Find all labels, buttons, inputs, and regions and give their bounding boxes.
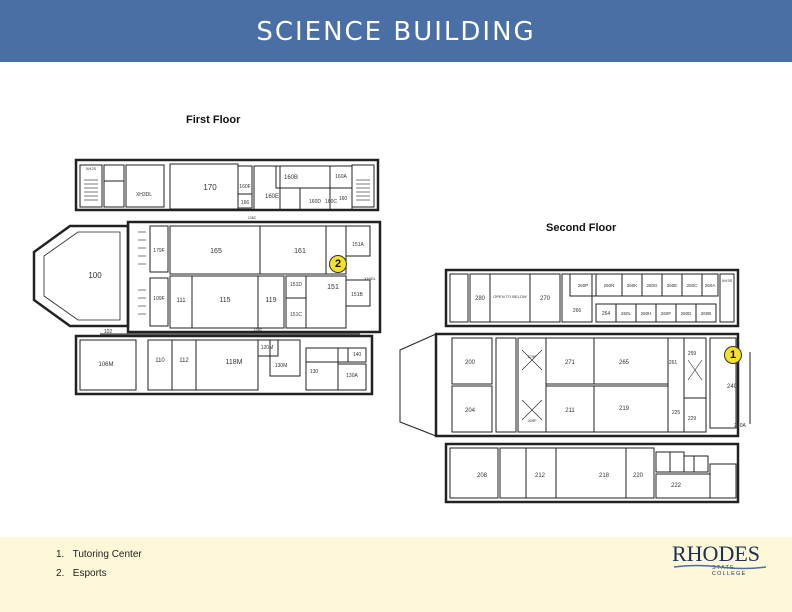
room-label: 271 (565, 360, 576, 366)
room-label: 260P (578, 283, 589, 288)
room-label: 106M (98, 362, 113, 368)
room-label: 160D (309, 199, 321, 205)
logo-name: RHODES (672, 541, 761, 566)
room-label: 225 (672, 410, 681, 416)
room-label: 179F (153, 248, 164, 254)
room-label: 160 (339, 196, 348, 202)
room-label: 240 (727, 384, 738, 390)
room-label: 100 (88, 271, 102, 280)
room-label: 260G (646, 283, 658, 288)
header-bar: SCIENCE BUILDING (0, 0, 792, 62)
page-title: SCIENCE BUILDING (256, 17, 536, 47)
first-floor-label: First Floor (186, 114, 241, 126)
room-label: 260C (687, 283, 699, 288)
legend-number: 2. (56, 568, 65, 579)
room-label: 260L (621, 311, 632, 316)
room-label: 102 (104, 329, 113, 335)
room-label: 212 (535, 473, 546, 479)
room-label: 109F (153, 296, 164, 302)
room-label: 151 (327, 284, 339, 291)
room-label: 218 (599, 473, 610, 479)
room-label: OPEN TO BELOW (493, 294, 527, 299)
room-label: 160C (325, 199, 337, 205)
room-label: 161 (294, 248, 306, 255)
legend: 1. Tutoring Center 2. Esports (56, 549, 142, 587)
logo-wave-icon (673, 564, 767, 570)
room-label: 170 (203, 183, 217, 192)
room-label: 151A (352, 242, 364, 248)
room-label: 130A (346, 373, 358, 379)
room-label: 108C (254, 328, 263, 332)
room-label: 105C (248, 216, 257, 220)
room-label: 260B (701, 311, 712, 316)
room-label: 120M (261, 345, 274, 351)
legend-label: Esports (72, 568, 107, 579)
room-label: 219 (619, 406, 630, 412)
room-label: 260F (661, 311, 672, 316)
legend-label: Tutoring Center (72, 549, 142, 560)
room-label: 160A (335, 174, 347, 180)
room-label: 118M (226, 359, 243, 366)
room-label: 208 (477, 473, 488, 479)
room-label: 222 (671, 483, 682, 489)
room-label: 119 (265, 297, 276, 304)
esports-marker[interactable]: 2 (329, 255, 347, 273)
room-label: 280 (475, 296, 486, 302)
tutoring-center-marker[interactable]: 1 (724, 346, 742, 364)
room-label: 209F (527, 418, 537, 423)
rhodes-logo: RHODES STATE COLLEGE (672, 543, 772, 577)
room-label: 279F (527, 354, 537, 359)
room-label: 260K (627, 283, 638, 288)
room-label: 260A (705, 283, 716, 288)
room-label: 151C (290, 312, 302, 318)
room-label: 130M (275, 363, 288, 369)
room-label: 260E (667, 283, 678, 288)
legend-number: 1. (56, 549, 65, 560)
room-label: 160F (239, 184, 250, 190)
room-label: 204 (465, 408, 476, 414)
room-label: 200 (465, 360, 476, 366)
room-label: 151B (351, 292, 363, 298)
room-label: 220 (633, 473, 644, 479)
room-label: 140 (353, 352, 362, 358)
room-label: 160E (265, 194, 279, 200)
room-label: 211 (565, 408, 575, 414)
room-label: 160B (284, 175, 298, 181)
legend-item: 1. Tutoring Center (56, 549, 142, 568)
room-label: XHIDL (364, 276, 377, 281)
room-label: 264 (602, 311, 611, 317)
room-label: 130 (310, 369, 319, 375)
room-label: XH3DL (136, 192, 152, 198)
footer-bar (0, 537, 792, 612)
room-label: 270 (540, 296, 551, 302)
room-label: 260D (681, 311, 693, 316)
room-label: 111 (176, 298, 186, 304)
room-label: 260N (604, 283, 615, 288)
room-label: 112 (179, 358, 189, 364)
room-label: 266 (573, 308, 582, 314)
room-label: 259 (688, 351, 697, 357)
room-label: 166 (241, 200, 250, 206)
second-floor-label: Second Floor (546, 222, 617, 234)
room-label: 229 (688, 416, 697, 422)
room-label: 240A (734, 423, 746, 429)
room-label: 265 (619, 360, 630, 366)
legend-item: 2. Esports (56, 568, 142, 587)
room-label: 110 (155, 358, 165, 364)
room-label: 260H (641, 311, 652, 316)
room-label: 165 (210, 248, 222, 255)
room-label: 115 (219, 297, 230, 304)
room-label: 151D (290, 282, 302, 288)
room-label: XH2S (86, 166, 97, 171)
room-label: XH3S (722, 278, 733, 283)
room-label: 261 (669, 360, 678, 366)
